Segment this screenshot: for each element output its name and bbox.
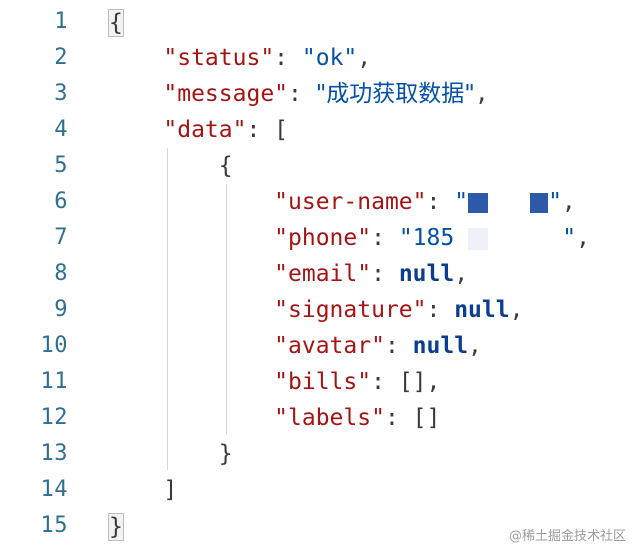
json-string: "185 [398, 225, 455, 251]
code-area[interactable]: { "status": "ok", "message": "成功获取数据", "… [108, 4, 638, 544]
json-string-quote: " [562, 225, 577, 251]
json-comma: , [474, 81, 489, 107]
json-array-open: : [ [246, 117, 289, 143]
json-string: "ok" [301, 45, 358, 71]
line-number: 8 [54, 261, 68, 286]
line-number: 15 [40, 513, 68, 538]
line-number: 9 [54, 297, 68, 322]
line-number: 14 [40, 477, 68, 502]
line-number: 1 [54, 9, 68, 34]
matching-brace-close: } [108, 512, 124, 541]
json-null: null [412, 333, 469, 359]
json-null: null [454, 297, 510, 323]
line-number: 5 [54, 153, 68, 178]
json-comma: , [509, 297, 524, 323]
line-number: 6 [54, 189, 68, 214]
line-number: 2 [54, 45, 68, 70]
json-empty-array: [] [412, 405, 441, 431]
code-line-14: ] [108, 472, 638, 508]
line-number: 13 [40, 441, 68, 466]
line-number: 7 [54, 225, 68, 250]
json-string-quote: " [454, 189, 469, 215]
json-colon: : [371, 225, 399, 251]
code-line-15: } [108, 508, 638, 544]
json-array-close: ] [163, 477, 178, 503]
line-number: 12 [40, 405, 68, 430]
json-key: "bills" [274, 369, 372, 395]
json-null: null [398, 261, 455, 287]
json-colon: : [426, 297, 455, 323]
json-key: "labels" [274, 405, 385, 431]
line-number: 3 [54, 81, 68, 106]
json-comma: , [576, 225, 590, 251]
json-object-close: } [218, 441, 233, 467]
json-comma: , [454, 261, 469, 287]
json-key: "email" [274, 261, 372, 287]
json-empty-array: [] [398, 369, 427, 395]
json-colon: : [274, 45, 302, 71]
code-line-8: "email": null, [108, 256, 638, 292]
json-key: "message" [163, 81, 289, 107]
json-key: "signature" [274, 297, 427, 323]
json-key: "phone" [274, 225, 372, 251]
code-line-13: } [108, 436, 638, 472]
json-key: "data" [163, 117, 247, 143]
code-line-7: "phone": "185 ", [108, 220, 638, 256]
watermark: @稀土掘金技术社区 [508, 529, 626, 544]
matching-brace-open: { [108, 8, 124, 37]
code-line-10: "avatar": null, [108, 328, 638, 364]
line-number: 10 [40, 333, 68, 358]
json-colon: : [384, 333, 413, 359]
code-line-3: "message": "成功获取数据", [108, 76, 638, 112]
indent-guide [167, 148, 168, 470]
code-line-4: "data": [ [108, 112, 638, 148]
code-line-1: { [108, 4, 638, 40]
json-key: "avatar" [274, 333, 385, 359]
json-comma: , [426, 369, 441, 395]
indent-guide [226, 184, 227, 434]
json-key: "user-name" [274, 189, 427, 215]
line-number: 4 [54, 117, 68, 142]
redacted-block [468, 227, 489, 250]
code-line-6: "user-name": " ", [108, 184, 638, 220]
line-number-gutter: 1 2 3 4 5 6 7 8 9 10 11 12 13 14 15 [0, 4, 78, 544]
code-line-9: "signature": null, [108, 292, 638, 328]
line-number: 11 [40, 369, 68, 394]
json-comma: , [357, 45, 372, 71]
code-line-5: { [108, 148, 638, 184]
json-colon: : [426, 189, 455, 215]
code-line-12: "labels": [] [108, 400, 638, 436]
json-string: "成功获取数据" [315, 81, 475, 107]
json-colon: : [371, 261, 399, 287]
redacted-block [530, 192, 549, 213]
json-colon: : [371, 369, 399, 395]
code-line-11: "bills": [], [108, 364, 638, 400]
json-colon: : [384, 405, 413, 431]
json-comma: , [468, 333, 482, 359]
json-colon: : [288, 81, 316, 107]
json-string-quote: " [548, 189, 562, 215]
json-comma: , [561, 189, 576, 215]
json-key: "status" [163, 45, 275, 71]
redacted-block [468, 192, 489, 213]
code-line-2: "status": "ok", [108, 40, 638, 76]
json-object-open: { [218, 153, 233, 179]
